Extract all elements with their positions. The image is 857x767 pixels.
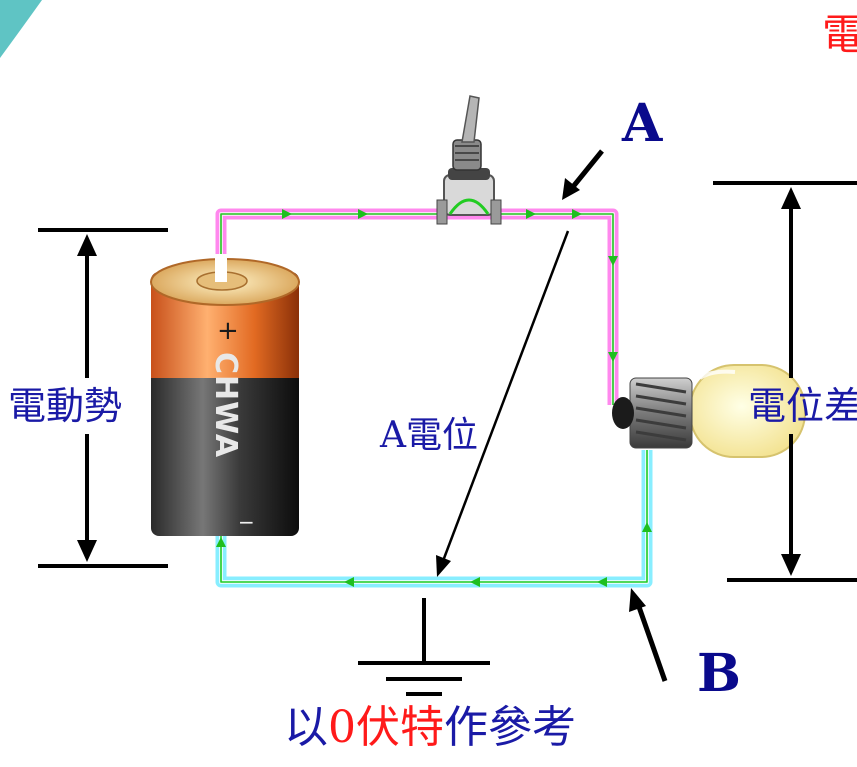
emf-label: 電動勢 xyxy=(8,384,123,428)
title-partial-label: 電 xyxy=(822,10,857,59)
battery-plus-mark: + xyxy=(217,316,239,346)
potential-difference-dimension-arrow xyxy=(713,181,857,582)
ground-symbol-icon xyxy=(358,598,490,696)
battery-minus-mark: − xyxy=(238,510,255,534)
point-a-pointer xyxy=(562,149,604,200)
battery-icon xyxy=(150,254,300,536)
reference-zero-volt: 0伏特 xyxy=(328,702,444,753)
battery-brand-label: CHWA xyxy=(208,351,243,459)
high-side-wire xyxy=(215,208,619,405)
a-potential-label: A電位 xyxy=(380,415,478,456)
potential-difference-label: 電位差 xyxy=(748,384,857,428)
reference-suffix: 作參考 xyxy=(444,702,576,753)
light-bulb-icon xyxy=(612,364,806,458)
reference-prefix: 以 xyxy=(284,702,328,753)
emf-dimension-arrow xyxy=(38,228,168,568)
teal-corner-decoration xyxy=(0,0,42,58)
toggle-switch-icon xyxy=(436,95,502,225)
point-a-label: A xyxy=(622,93,663,154)
reference-caption: 以0伏特作參考 xyxy=(284,706,576,750)
point-b-pointer xyxy=(629,588,668,682)
point-b-label: B xyxy=(697,643,741,704)
low-side-wire xyxy=(215,450,653,588)
current-arrows xyxy=(216,209,652,587)
a-potential-arrow xyxy=(436,230,570,577)
